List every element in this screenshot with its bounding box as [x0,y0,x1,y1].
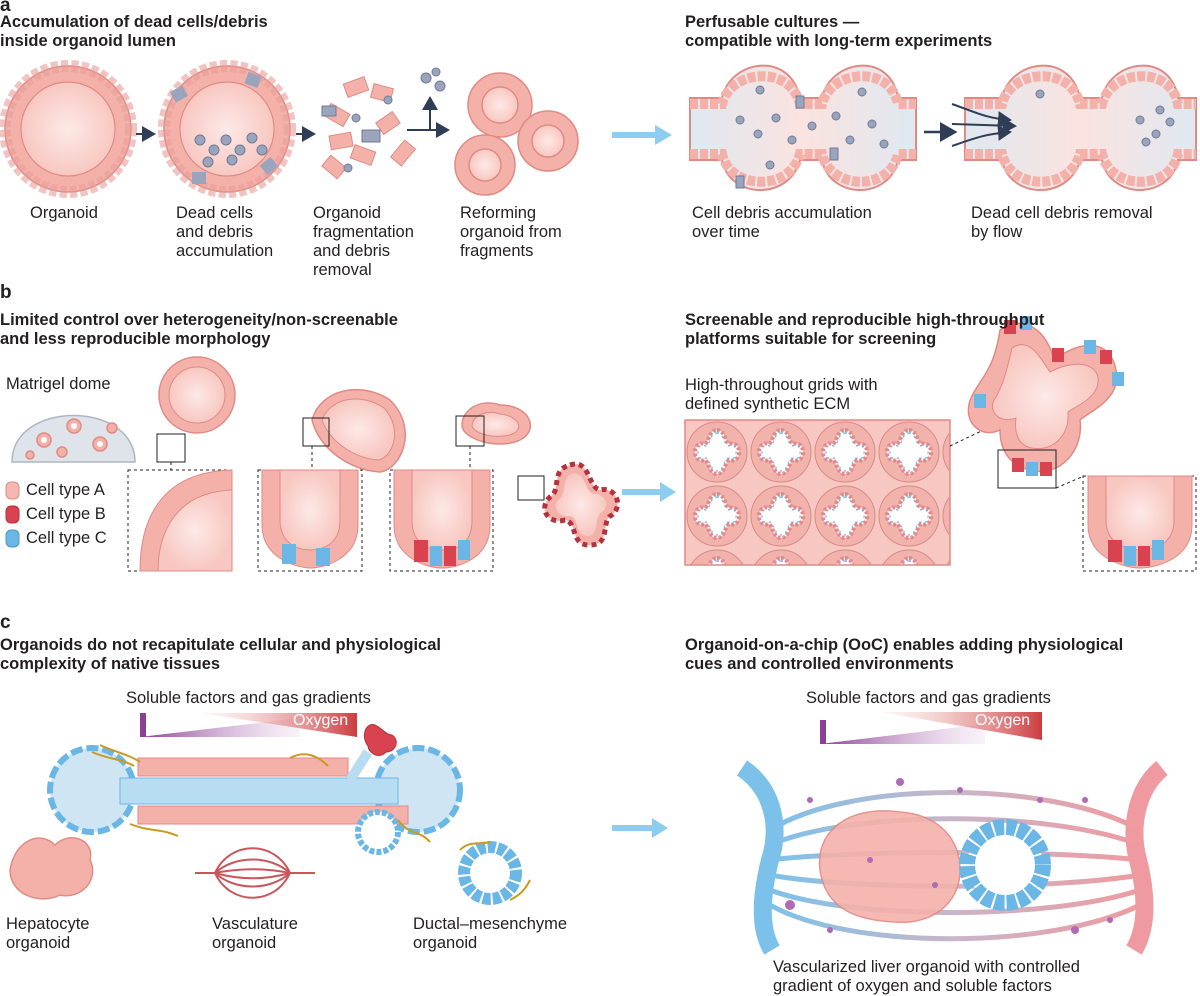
panel-a-graphics [0,60,1197,198]
label-grid: High-throughout grids with defined synth… [685,376,878,413]
panel-c-graphics [9,712,1169,955]
reforming-organoids [454,72,579,196]
gradient-title-right: Soluble factors and gas gradients [806,689,1051,707]
organoid-on-chip [736,760,1169,955]
legend-swatch-a [5,481,20,500]
organoid-debris [158,60,296,198]
label-organoid: Organoid [30,204,98,222]
oxygen-label-left: Oxygen [293,712,349,729]
panel-c-left-heading: Organoids do not recapitulate cellular a… [0,636,441,673]
legend-swatch-c [5,529,20,548]
panel-letter-a: a [0,0,11,16]
label-ooc: Vascularized liver organoid with control… [773,958,1080,995]
legend-cell-type-a: Cell type A [26,481,105,499]
high-throughput-grid [684,419,951,566]
removed-debris [420,67,446,92]
label-ductal-organoid: Ductal–mesenchyme organoid [413,915,568,952]
organoid-elongated [257,388,407,572]
vasculature-organoid-graphic [195,847,315,899]
perfusable-channel-right [951,64,1197,191]
panel-letter-b: b [0,282,12,303]
panel-b-graphics [5,316,1197,572]
label-debris-removal: Dead cell debris removal by flow [971,204,1153,241]
organoid-cross [517,461,620,548]
hepatocyte-organoid-graphic [9,837,94,900]
panel-letter-c: c [0,612,11,633]
wnt-gradient-left [140,718,300,737]
legend-swatches [5,481,20,548]
label-fragmentation: Organoid fragmentation and debris remova… [313,204,414,279]
organoid-cross-large [967,316,1197,572]
panel-b-right-heading: Screenable and reproducible high-through… [685,311,1045,348]
arrow-a3-up [407,96,438,131]
label-dead-cells: Dead cells and debris accumulation [176,204,274,260]
label-matrigel-dome: Matrigel dome [6,375,111,393]
panel-b-left-heading: Limited control over heterogeneity/non-s… [0,311,398,348]
organoid-round [127,356,236,572]
wnt-label-left: Wnt [148,719,177,736]
organoid-fragments [321,76,417,180]
perfusable-channel-left [689,64,917,191]
panel-c-right-heading: Organoid-on-a-chip (OoC) enables adding … [685,636,1124,673]
legend-cell-type-b: Cell type B [26,505,106,523]
label-hepatocyte-organoid: Hepatocyte organoid [6,915,90,952]
label-vasculature-organoid: Vasculature organoid [212,915,298,952]
panel-a-right-heading: Perfusable cultures — compatible with lo… [685,13,993,50]
organoid-intact [0,60,137,198]
native-tissue-construct [47,724,463,855]
wnt-label-right: Wnt [830,723,859,740]
legend-cell-type-c: Cell type C [26,529,107,547]
label-reforming: Reforming organoid from fragments [460,204,562,260]
gradient-title-left: Soluble factors and gas gradients [126,689,371,707]
oxygen-label-right: Oxygen [975,712,1031,729]
label-debris-accumulation: Cell debris accumulation over time [692,204,872,241]
matrigel-dome [11,414,136,463]
ductal-mesenchyme-organoid-graphic [458,841,531,905]
organoid-pear [389,402,532,572]
oxygen-gradient-right [880,712,1042,740]
legend-swatch-b [5,505,20,524]
oxygen-gradient-left [200,713,357,737]
wnt-gradient-right [820,724,985,744]
panel-a-left-heading: Accumulation of dead cells/debris inside… [0,13,268,50]
